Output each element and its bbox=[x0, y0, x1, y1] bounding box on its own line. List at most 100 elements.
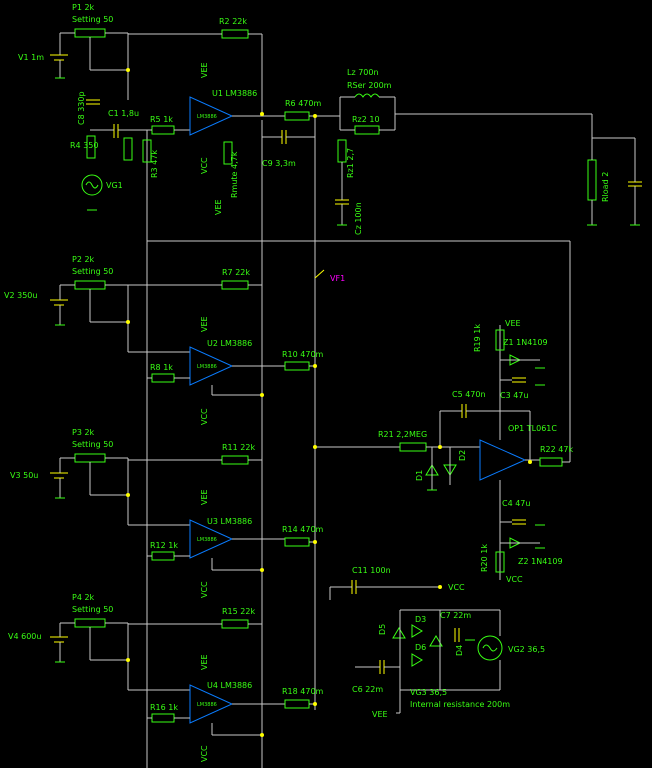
r5-resistor[interactable] bbox=[151, 125, 175, 135]
u2-vee-label: VEE bbox=[200, 316, 209, 332]
r20-label: R20 1k bbox=[480, 544, 489, 572]
d2-label: D2 bbox=[458, 450, 467, 461]
u4-label: U4 LM3886 bbox=[207, 681, 252, 690]
r7-label: R7 22k bbox=[222, 268, 250, 277]
p2-label: P2 2k bbox=[72, 255, 95, 264]
vg2-generator-icon[interactable] bbox=[477, 635, 503, 661]
r11-resistor[interactable] bbox=[221, 455, 249, 465]
r3-resistor[interactable] bbox=[142, 139, 152, 163]
vf1-probe[interactable] bbox=[314, 269, 325, 279]
d5-label: D5 bbox=[378, 624, 387, 635]
u3-vcc-label: VCC bbox=[200, 581, 209, 598]
v2-label: V2 350u bbox=[4, 291, 37, 300]
stage-4: P4 2k Setting 50 V4 600u R15 22k LM3886 … bbox=[8, 593, 324, 762]
u2-chip-label: LM3886 bbox=[197, 364, 217, 370]
r14-resistor[interactable] bbox=[284, 537, 310, 547]
r22-label: R22 47k bbox=[540, 445, 573, 454]
p3-potentiometer[interactable] bbox=[74, 453, 106, 463]
rmute-resistor[interactable] bbox=[223, 141, 233, 165]
u4-vee-label: VEE bbox=[200, 654, 209, 670]
rz1-resistor[interactable] bbox=[337, 139, 347, 163]
u2-vcc-label: VCC bbox=[200, 408, 209, 425]
r21-resistor[interactable] bbox=[399, 442, 427, 452]
r16-label: R16 1k bbox=[150, 703, 178, 712]
r-bias-resistor[interactable] bbox=[123, 137, 133, 161]
u3-vee-label: VEE bbox=[200, 489, 209, 505]
c6-label: C6 22m bbox=[352, 685, 383, 694]
p3-label: P3 2k bbox=[72, 428, 95, 437]
p2-setting-label: Setting 50 bbox=[72, 267, 113, 276]
p1-potentiometer[interactable] bbox=[74, 28, 106, 38]
power-supply: C11 100n VCC D3 C7 22m D5 D6 D4 VG2 36,5… bbox=[329, 566, 545, 719]
c8-label: C8 330p bbox=[77, 91, 86, 125]
u4-chip-label: LM3886 bbox=[197, 702, 217, 708]
r7-resistor[interactable] bbox=[221, 280, 249, 290]
r6-resistor[interactable] bbox=[284, 111, 310, 121]
c5-label: C5 470n bbox=[452, 390, 486, 399]
c11-label: C11 100n bbox=[352, 566, 391, 575]
p4-potentiometer[interactable] bbox=[74, 618, 106, 628]
r22-resistor[interactable] bbox=[539, 457, 563, 467]
vg1-generator-icon[interactable] bbox=[81, 174, 103, 196]
r4-resistor[interactable] bbox=[86, 135, 96, 159]
d5-diode[interactable] bbox=[392, 627, 406, 639]
r14-label: R14 470m bbox=[282, 525, 324, 534]
u1-chip-label: LM3886 bbox=[197, 114, 217, 120]
p1-label: P1 2k bbox=[72, 3, 95, 12]
r2-resistor[interactable] bbox=[221, 29, 249, 39]
u2-opamp[interactable] bbox=[189, 346, 234, 386]
u3-chip-label: LM3886 bbox=[197, 537, 217, 543]
u1-vee-label: VEE bbox=[200, 62, 209, 78]
r11-label: R11 22k bbox=[222, 443, 255, 452]
z2-label: Z2 1N4109 bbox=[518, 557, 563, 566]
vg3-label: VG3 36,5 bbox=[410, 688, 447, 697]
c3-label: C3 47u bbox=[500, 391, 528, 400]
r10-resistor[interactable] bbox=[284, 361, 310, 371]
u3-opamp[interactable] bbox=[189, 519, 234, 559]
p3-setting-label: Setting 50 bbox=[72, 440, 113, 449]
v4-label: V4 600u bbox=[8, 632, 41, 641]
r19-resistor[interactable] bbox=[495, 329, 505, 351]
d6-label: D6 bbox=[415, 643, 426, 652]
v1-label: V1 1m bbox=[18, 53, 44, 62]
servo-section: R21 2,2MEG C5 470n D1 D2 OP1 TL061C R22 … bbox=[315, 319, 573, 584]
op1-label: OP1 TL061C bbox=[508, 424, 557, 433]
supply-vee-label: VEE bbox=[372, 710, 388, 719]
c9-label: C9 3,3m bbox=[262, 159, 296, 168]
u1-opamp[interactable] bbox=[189, 96, 234, 136]
r15-resistor[interactable] bbox=[221, 619, 249, 629]
r8-resistor[interactable] bbox=[151, 373, 175, 383]
u4-opamp[interactable] bbox=[189, 684, 234, 724]
internal-resistance-label: Internal resistance 200m bbox=[410, 700, 510, 709]
r21-label: R21 2,2MEG bbox=[378, 430, 427, 439]
r18-resistor[interactable] bbox=[284, 699, 310, 709]
d3-diode[interactable] bbox=[411, 624, 423, 638]
u3-label: U3 LM3886 bbox=[207, 517, 252, 526]
d1-label: D1 bbox=[415, 470, 424, 481]
r5-label: R5 1k bbox=[150, 115, 173, 124]
lz-label: Lz 700n bbox=[347, 68, 379, 77]
z1-label: Z1 1N4109 bbox=[503, 338, 548, 347]
r3-label: R3 47k bbox=[150, 150, 159, 178]
lz-inductor[interactable] bbox=[354, 93, 380, 98]
d6-diode[interactable] bbox=[411, 653, 423, 667]
op1-opamp[interactable] bbox=[479, 439, 527, 481]
r12-resistor[interactable] bbox=[151, 551, 175, 561]
r16-resistor[interactable] bbox=[151, 713, 175, 723]
cz-label: Cz 100n bbox=[354, 202, 363, 235]
rload-label: Rload 2 bbox=[601, 172, 610, 202]
r19-label: R19 1k bbox=[473, 324, 482, 352]
v3-label: V3 50u bbox=[10, 471, 38, 480]
junction-dots bbox=[126, 68, 532, 737]
r20-resistor[interactable] bbox=[495, 551, 505, 573]
p2-potentiometer[interactable] bbox=[74, 280, 106, 290]
d4-diode[interactable] bbox=[429, 635, 443, 647]
op1-vee-label: VEE bbox=[505, 319, 521, 328]
u1-label: U1 LM3886 bbox=[212, 89, 257, 98]
rz2-resistor[interactable] bbox=[354, 125, 380, 135]
rload-resistor[interactable] bbox=[587, 159, 597, 201]
rz2-label: Rz2 10 bbox=[352, 115, 380, 124]
r10-label: R10 470m bbox=[282, 350, 324, 359]
r4-label: R4 350 bbox=[70, 141, 98, 150]
